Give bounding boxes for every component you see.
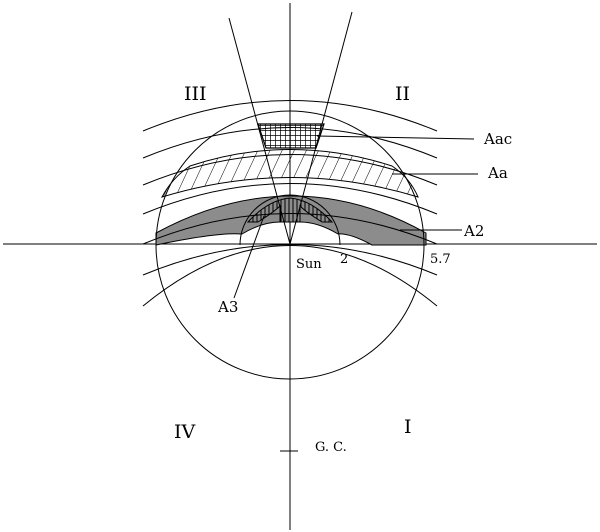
cone-line-left bbox=[228, 17, 291, 245]
sun-label: Sun bbox=[296, 257, 322, 272]
aa-region bbox=[160, 149, 419, 198]
radius-5-7-label: 5.7 bbox=[430, 252, 451, 267]
outer-circle bbox=[155, 110, 425, 380]
aac-label: Aac bbox=[483, 130, 512, 148]
arc-1 bbox=[142, 100, 438, 132]
arc-3 bbox=[142, 154, 438, 186]
galactic-center-label: G. C. bbox=[315, 440, 347, 455]
inner-semicircle bbox=[239, 194, 341, 246]
a2-label: A2 bbox=[463, 222, 484, 240]
aac-leader bbox=[316, 135, 475, 140]
cone-line-right bbox=[289, 11, 353, 245]
quadrant-1-label: I bbox=[404, 416, 412, 438]
quadrant-2-label: II bbox=[395, 83, 410, 105]
arc-set bbox=[142, 100, 438, 307]
quadrant-3-label: III bbox=[184, 83, 207, 105]
arc-5 bbox=[142, 213, 438, 245]
arc-7 bbox=[142, 245, 438, 307]
arc-4 bbox=[142, 183, 438, 215]
aa-label: Aa bbox=[487, 164, 508, 182]
a3-leader bbox=[233, 215, 265, 299]
a3-region bbox=[246, 197, 334, 223]
arc-6 bbox=[142, 244, 438, 276]
quadrant-4-label: IV bbox=[174, 421, 196, 443]
radius-2-label: 2 bbox=[340, 252, 348, 267]
a3-label: A3 bbox=[217, 298, 238, 316]
arc-2 bbox=[142, 127, 438, 159]
